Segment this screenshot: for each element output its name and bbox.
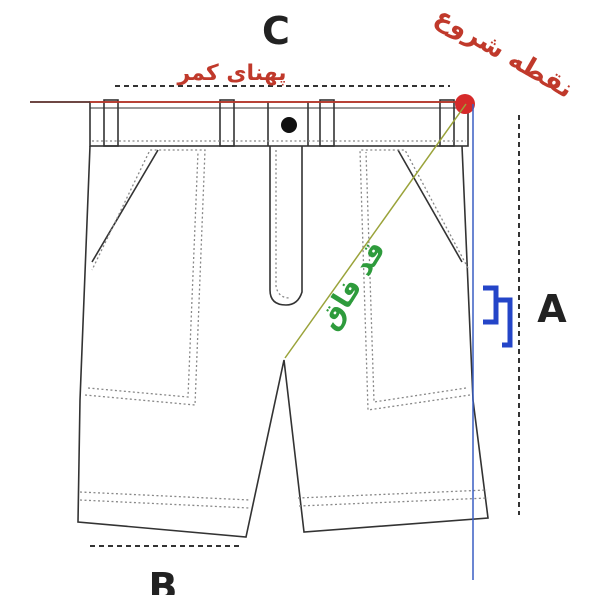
pocket-left-opening [91, 149, 159, 263]
button-icon [281, 117, 297, 133]
stitching [79, 140, 489, 509]
crotch-depth-line [284, 103, 467, 359]
waist-width-label: پهنای کمر [176, 61, 286, 86]
belt-loop-left [103, 99, 119, 147]
bracket-icon [483, 285, 513, 348]
pocket-right-opening [397, 149, 463, 263]
start-point-marker-icon [455, 94, 475, 114]
belt-loop-center-right [319, 99, 335, 147]
label-c: C [262, 9, 290, 53]
waistband [89, 101, 469, 147]
label-a: A [537, 287, 567, 331]
shorts-outline [77, 99, 489, 538]
belt-loop-right [439, 99, 455, 147]
label-b: B [149, 565, 178, 595]
crotch-depth-label: قد فاق [312, 235, 392, 336]
body-outline [77, 145, 489, 538]
start-point-label: نقطه شروع [430, 2, 579, 105]
belt-loop-center-left [219, 99, 235, 147]
fly [269, 146, 303, 306]
